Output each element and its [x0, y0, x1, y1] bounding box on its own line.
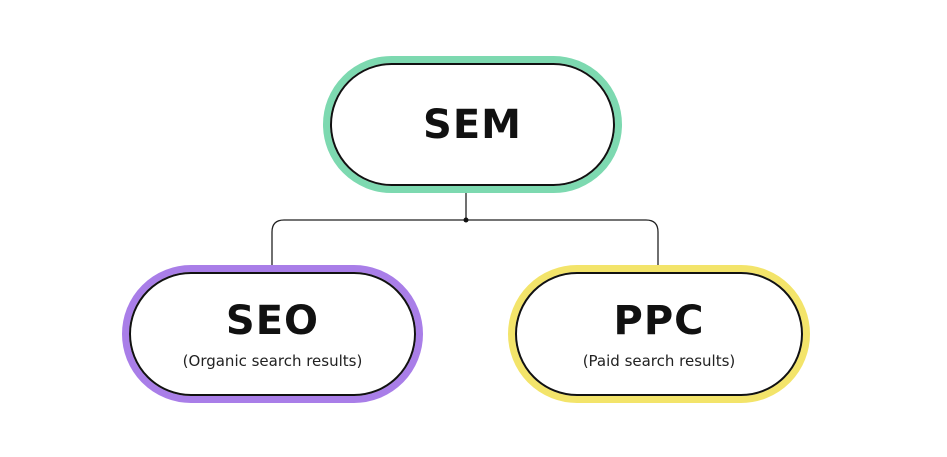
node-sem-outline [330, 63, 615, 186]
node-seo: SEO (Organic search results) [122, 265, 423, 403]
junction-dot [463, 217, 469, 223]
node-seo-title: SEO [225, 298, 320, 344]
node-sem: SEM [323, 56, 622, 193]
node-ppc-subtitle: (Paid search results) [582, 352, 736, 370]
node-sem-title: SEM [423, 101, 522, 148]
node-ppc: PPC (Paid search results) [508, 265, 810, 403]
node-seo-subtitle: (Organic search results) [182, 352, 363, 370]
node-ppc-outline [515, 272, 803, 396]
connector-branch [271, 219, 659, 270]
node-seo-outline [129, 272, 416, 396]
node-ppc-title: PPC [613, 298, 705, 344]
